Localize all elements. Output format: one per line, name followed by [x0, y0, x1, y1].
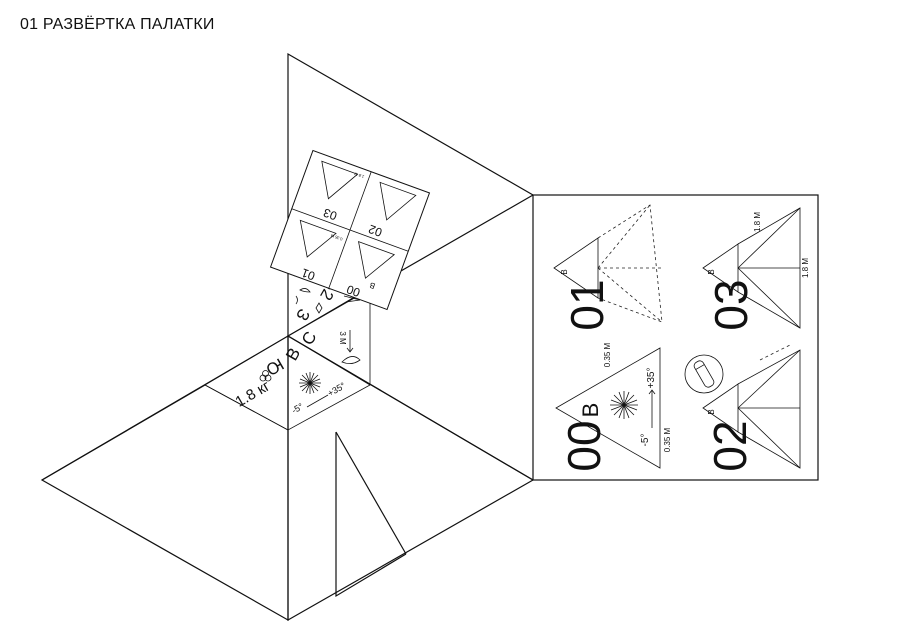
- height-label: 3 М: [338, 331, 347, 345]
- left-flap: [40, 334, 289, 622]
- q00-number: 00: [558, 420, 610, 471]
- door-outline: [335, 432, 407, 598]
- q00-dist-2: 0.35 М: [663, 427, 672, 452]
- dir-west-label: З: [292, 306, 314, 324]
- q00-dist-1: 0.35 М: [603, 342, 612, 367]
- q03-number: 03: [705, 279, 757, 330]
- q00-triangle: [555, 347, 661, 469]
- mini-card-00: 00: [344, 282, 362, 300]
- stake-icon: [684, 354, 724, 394]
- left-edge: [41, 384, 206, 481]
- page-title: 01 РАЗВЁРТКА ПАЛАТКИ: [20, 16, 215, 33]
- q00-angle-max: +35°: [646, 368, 657, 389]
- q03-height-side: 1.8 М: [801, 258, 810, 278]
- mini-card-tiny-2: 0.35 М: [330, 233, 343, 242]
- recycle-icon: [259, 370, 272, 382]
- quadrant-03: В 1.8 М 1.8 М 03: [702, 207, 810, 331]
- door-diagonal: [335, 431, 407, 555]
- mini-card-b: В: [368, 280, 376, 290]
- mini-card-tiny-1: 1.8 М: [354, 171, 365, 179]
- dir-north-label: С: [298, 328, 321, 348]
- q02-dir-b: В: [707, 409, 716, 414]
- mini-card-02: 02: [366, 222, 384, 240]
- dir-east-label: В: [282, 345, 304, 364]
- q01-number: 01: [561, 279, 613, 330]
- quadrant-01: В 01: [553, 204, 663, 331]
- quadrant-00: В -5° +35° 0.35 М 0.35 М 00: [555, 342, 672, 472]
- mini-card-03: 03: [321, 205, 339, 223]
- sun-icon: [299, 372, 321, 394]
- bottom-flap: [287, 334, 535, 622]
- q00-dir-b: В: [578, 403, 603, 418]
- q02-number: 02: [704, 420, 756, 471]
- mini-card-01: 01: [299, 265, 317, 283]
- q00-angle-min: -5°: [640, 434, 651, 447]
- q01-dir-b: В: [560, 269, 569, 274]
- mini-card: 03 02 01 00 В 1.8 М 0.35 М: [269, 149, 431, 311]
- leaf-icon: [341, 356, 361, 364]
- right-panel-frame: [532, 194, 819, 481]
- right-panel: В 01 В 1.8 М 1.8 М 03 В: [553, 204, 810, 472]
- weight-label: 1.8 кг: [232, 377, 273, 411]
- angle-arrow: [306, 394, 329, 408]
- q03-height-top: 1.8 М: [753, 212, 762, 232]
- quadrant-02: В 02: [684, 344, 801, 472]
- top-flap: [287, 52, 535, 338]
- tent-outline: [40, 52, 819, 622]
- angle-min-label: -5°: [290, 401, 305, 416]
- angle-max-label: +35°: [326, 380, 348, 398]
- q00-sun-icon: [610, 391, 638, 419]
- q03-dir-b: В: [707, 269, 716, 274]
